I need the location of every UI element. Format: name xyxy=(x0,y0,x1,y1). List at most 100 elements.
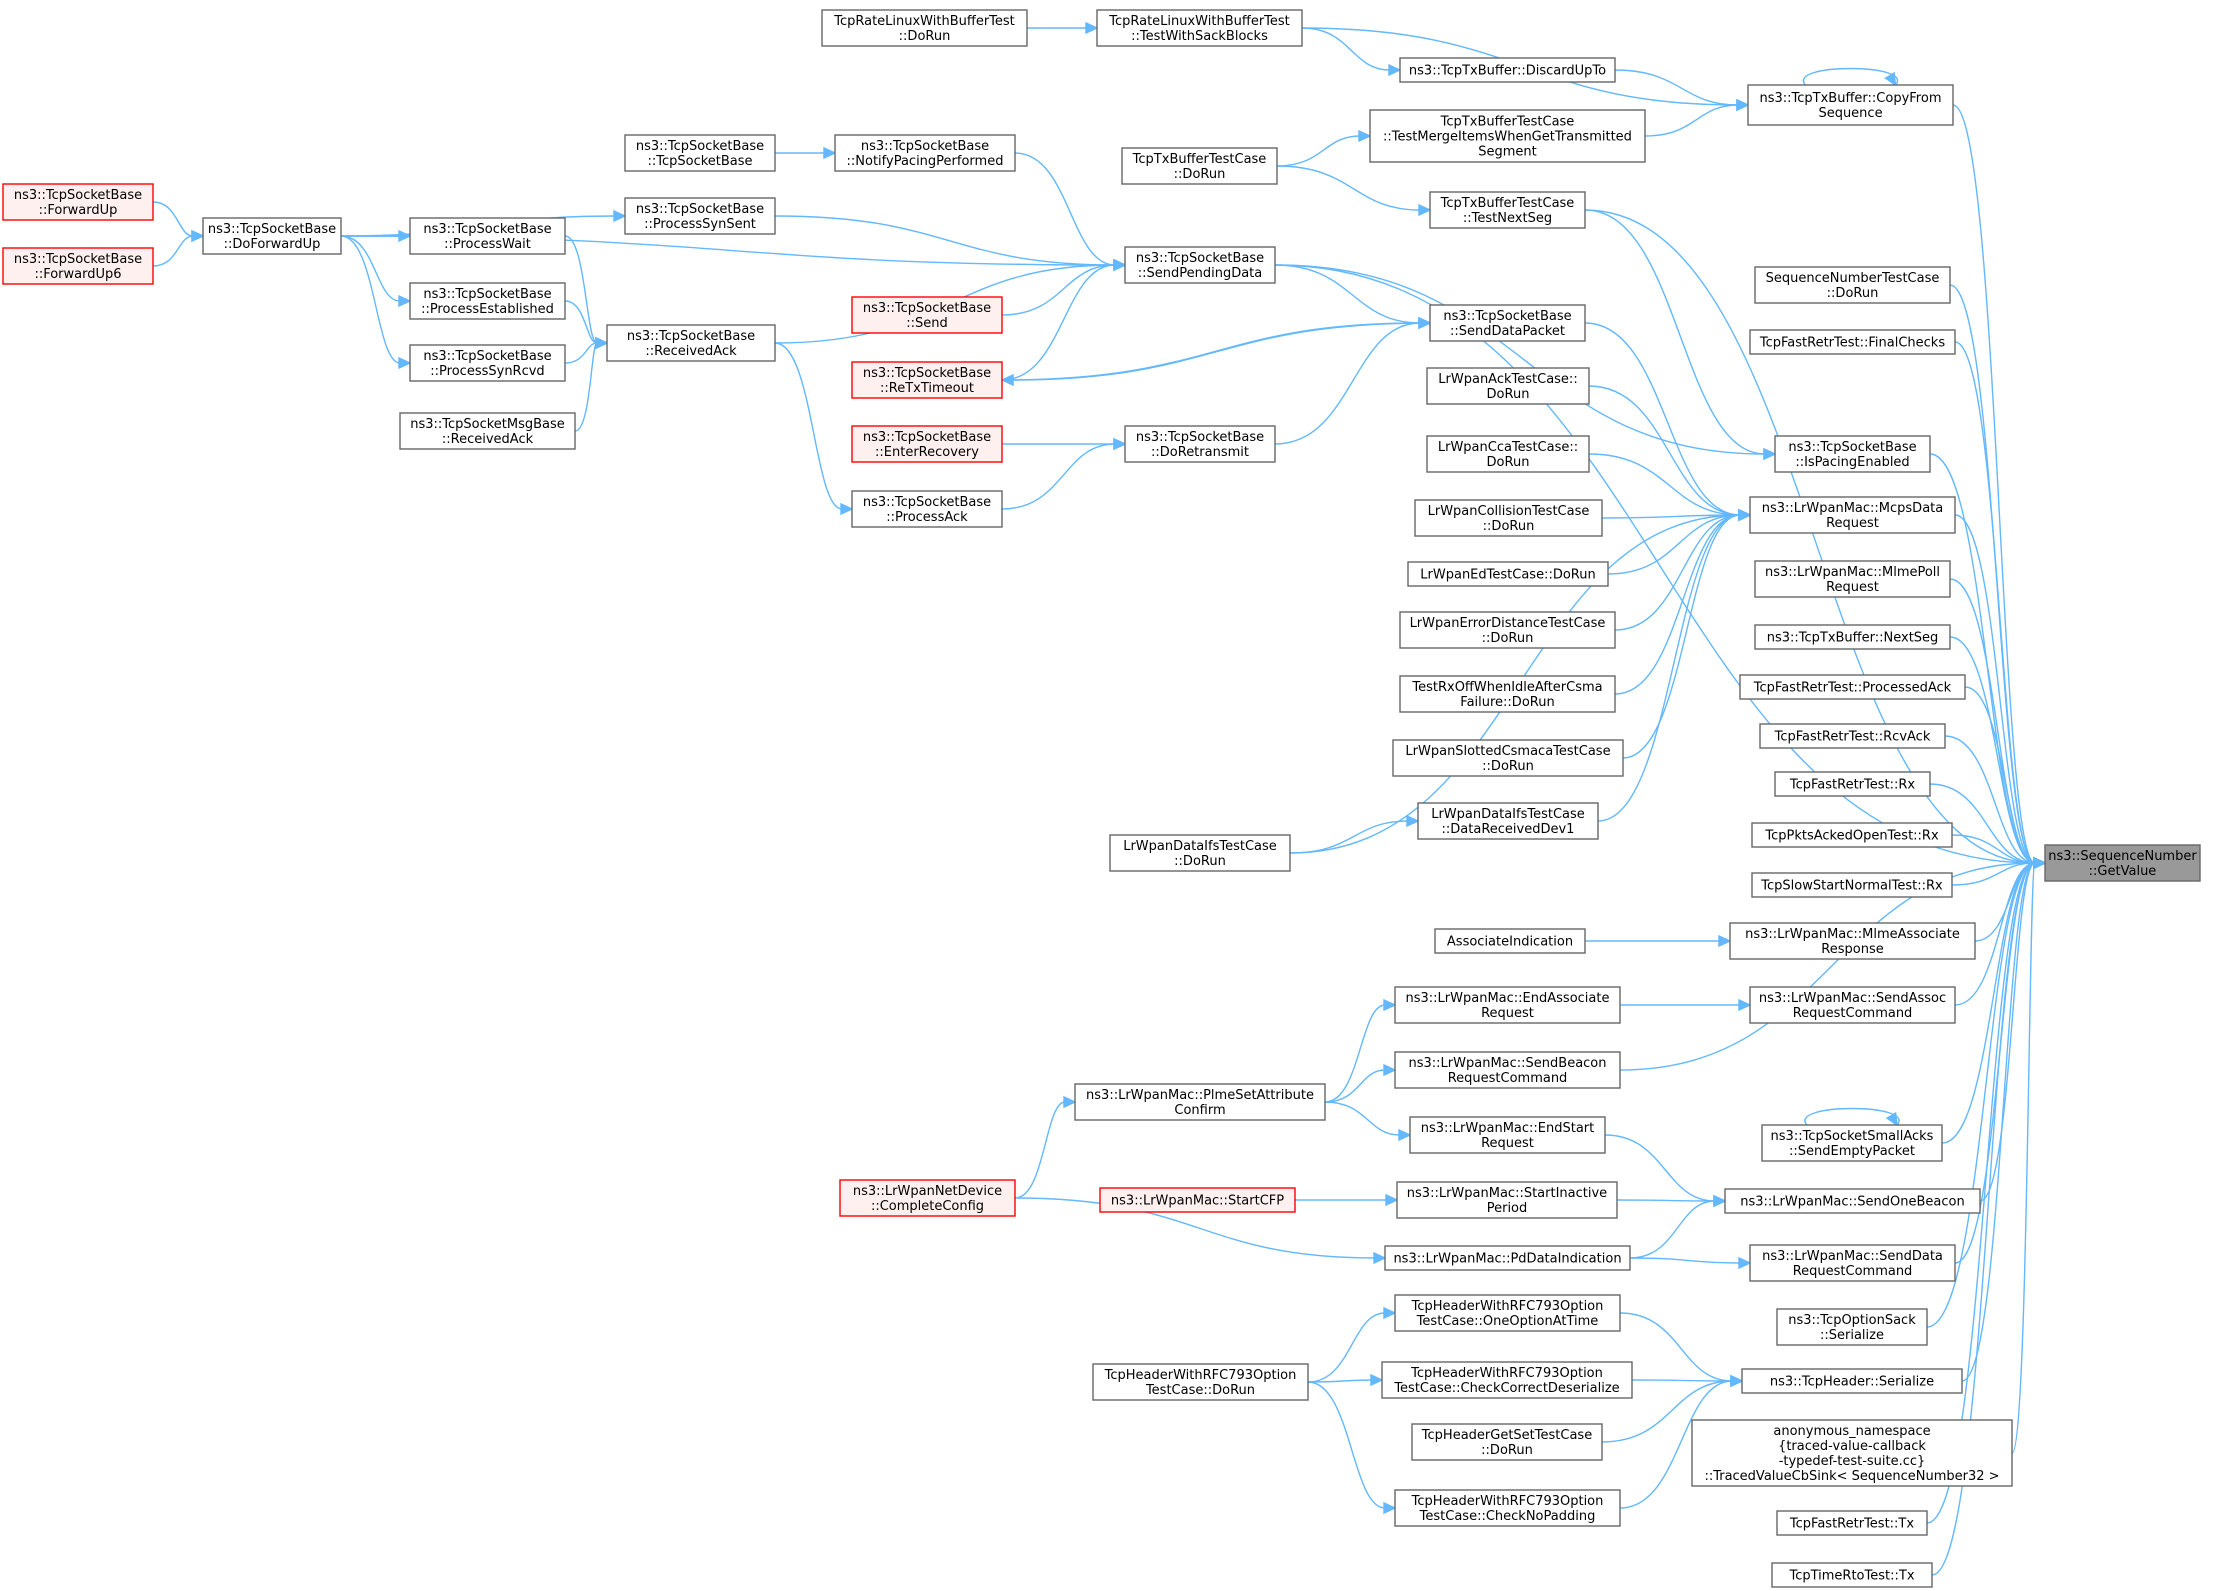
node-box xyxy=(1429,304,1586,342)
node-fast-retr-rx[interactable]: TcpFastRetrTest::Rx xyxy=(1774,771,1931,797)
node-label-line: ::TracedValueCbSink< SequenceNumber32 > xyxy=(1704,1469,1999,1484)
node-send-pending[interactable]: ns3::TcpSocketBase::SendPendingData xyxy=(1124,246,1276,284)
node-rate-linux-do-run[interactable]: TcpRateLinuxWithBufferTest::DoRun xyxy=(821,9,1028,47)
node-err-dist-test[interactable]: LrWpanErrorDistanceTestCase::DoRun xyxy=(1399,611,1616,649)
node-tcp-hdr-ser[interactable]: ns3::TcpHeader::Serialize xyxy=(1741,1368,1963,1394)
node-ed-test[interactable]: LrWpanEdTestCase::DoRun xyxy=(1407,561,1609,587)
node-tsb-ctor[interactable]: ns3::TcpSocketBase::TcpSocketBase xyxy=(624,134,776,172)
node-received-ack[interactable]: ns3::TcpSocketBase::ReceivedAck xyxy=(606,324,776,362)
node-re-tx[interactable]: ns3::TcpSocketBase::ReTxTimeout xyxy=(851,361,1003,399)
node-ifs-do-run[interactable]: LrWpanDataIfsTestCase::DoRun xyxy=(1109,834,1291,872)
node-label-line: RequestCommand xyxy=(1793,1264,1913,1279)
node-box xyxy=(851,296,1003,334)
node-fast-retr-tx[interactable]: TcpFastRetrTest::Tx xyxy=(1776,1510,1928,1536)
node-test-next-seg[interactable]: TcpTxBufferTestCase::TestNextSeg xyxy=(1429,191,1586,229)
edge-arrowhead xyxy=(191,229,205,243)
node-one-option[interactable]: TcpHeaderWithRFC793OptionTestCase::OneOp… xyxy=(1394,1294,1621,1332)
node-send-red[interactable]: ns3::TcpSocketBase::Send xyxy=(851,296,1003,334)
node-tx-buf-do-run[interactable]: TcpTxBufferTestCase::DoRun xyxy=(1121,147,1278,185)
edge-slotted-test-to-mcps-data xyxy=(1622,508,1752,759)
node-fast-retr-proc[interactable]: TcpFastRetrTest::ProcessedAck xyxy=(1739,674,1966,700)
node-next-seg[interactable]: ns3::TcpTxBuffer::NextSeg xyxy=(1754,624,1951,650)
node-label-line: ::ReceivedAck xyxy=(645,344,737,359)
node-small-acks[interactable]: ns3::TcpSocketSmallAcks::SendEmptyPacket xyxy=(1761,1124,1943,1162)
node-label-line: DoRun xyxy=(1487,387,1530,402)
node-is-pacing[interactable]: ns3::TcpSocketBase::IsPacingEnabled xyxy=(1774,435,1931,473)
edge-line xyxy=(1607,514,1741,575)
node-coll-test[interactable]: LrWpanCollisionTestCase::DoRun xyxy=(1414,499,1603,537)
edge-line xyxy=(1629,1200,1716,1259)
node-time-rto[interactable]: TcpTimeRtoTest::Tx xyxy=(1771,1562,1933,1588)
node-box xyxy=(1754,266,1951,304)
node-send-one-beacon[interactable]: ns3::LrWpanMac::SendOneBeacon xyxy=(1724,1188,1981,1214)
node-forward-up6[interactable]: ns3::TcpSocketBase::ForwardUp6 xyxy=(2,247,154,285)
node-check-no-pad[interactable]: TcpHeaderWithRFC793OptionTestCase::Check… xyxy=(1394,1489,1621,1527)
node-slow-start[interactable]: TcpSlowStartNormalTest::Rx xyxy=(1751,872,1953,898)
node-do-forward-up[interactable]: ns3::TcpSocketBase::DoForwardUp xyxy=(202,217,342,255)
node-assoc-ind[interactable]: AssociateIndication xyxy=(1434,928,1586,954)
edge-line xyxy=(1629,1257,1741,1264)
node-pd-data-ind[interactable]: ns3::LrWpanMac::PdDataIndication xyxy=(1384,1245,1631,1271)
node-msg-received-ack[interactable]: ns3::TcpSocketMsgBase::ReceivedAck xyxy=(399,412,576,450)
node-merge-items[interactable]: TcpTxBufferTestCase::TestMergeItemsWhenG… xyxy=(1369,109,1646,163)
node-slotted-test[interactable]: LrWpanSlottedCsmacaTestCase::DoRun xyxy=(1392,739,1624,777)
node-forward-up[interactable]: ns3::TcpSocketBase::ForwardUp xyxy=(2,183,154,221)
node-proc-syn-rcvd[interactable]: ns3::TcpSocketBase::ProcessSynRcvd xyxy=(409,344,566,382)
node-notify-pacing[interactable]: ns3::TcpSocketBase::NotifyPacingPerforme… xyxy=(834,134,1016,172)
edge-arrowhead xyxy=(1383,1063,1397,1077)
edge-line xyxy=(574,342,598,432)
node-label-line: anonymous_namespace xyxy=(1773,1424,1930,1439)
node-label-line: ns3::LrWpanNetDevice xyxy=(853,1184,1002,1199)
node-label-line: TcpHeaderWithRFC793Option xyxy=(1411,1494,1604,1509)
edge-line xyxy=(1601,514,1741,519)
node-enter-rec[interactable]: ns3::TcpSocketBase::EnterRecovery xyxy=(851,425,1003,463)
node-anon-ns[interactable]: anonymous_namespace{traced-value-callbac… xyxy=(1691,1419,2013,1487)
node-proc-wait[interactable]: ns3::TcpSocketBase::ProcessWait xyxy=(409,217,566,255)
node-option-sack[interactable]: ns3::TcpOptionSack::Serialize xyxy=(1776,1308,1928,1346)
node-root[interactable]: ns3::SequenceNumber::GetValue xyxy=(2044,844,2201,882)
edge-line xyxy=(1949,636,2036,864)
node-label-line: ::TestWithSackBlocks xyxy=(1131,29,1268,44)
node-do-retransmit[interactable]: ns3::TcpSocketBase::DoRetransmit xyxy=(1124,425,1276,463)
edge-next-seg-to-root xyxy=(1949,636,2047,870)
node-ack-test[interactable]: LrWpanAckTestCase::DoRun xyxy=(1426,367,1590,405)
edge-do-retransmit-to-send-data-packet xyxy=(1274,316,1432,445)
node-proc-est[interactable]: ns3::TcpSocketBase::ProcessEstablished xyxy=(409,282,566,320)
node-start-cfp[interactable]: ns3::LrWpanMac::StartCFP xyxy=(1099,1187,1296,1213)
node-rate-linux-sack[interactable]: TcpRateLinuxWithBufferTest::TestWithSack… xyxy=(1096,9,1303,47)
node-fast-retr-rcv[interactable]: TcpFastRetrTest::RcvAck xyxy=(1759,723,1946,749)
node-discard-up-to[interactable]: ns3::TcpTxBuffer::DiscardUpTo xyxy=(1399,57,1616,83)
node-get-set-test[interactable]: TcpHeaderGetSetTestCase::DoRun xyxy=(1411,1423,1603,1461)
node-box xyxy=(1729,922,1976,960)
node-label-line: ::DataReceivedDev1 xyxy=(1442,822,1575,837)
edge-line xyxy=(152,201,194,237)
edge-mlme-assoc-to-root xyxy=(1974,856,2047,942)
edge-arrowhead xyxy=(1000,373,1014,387)
node-cca-test[interactable]: LrWpanCcaTestCase::DoRun xyxy=(1426,435,1590,473)
node-complete-config[interactable]: ns3::LrWpanNetDevice::CompleteConfig xyxy=(839,1179,1016,1217)
node-proc-syn-sent[interactable]: ns3::TcpSocketBase::ProcessSynSent xyxy=(624,197,776,235)
node-send-data-packet[interactable]: ns3::TcpSocketBase::SendDataPacket xyxy=(1429,304,1586,342)
node-process-ack[interactable]: ns3::TcpSocketBase::ProcessAck xyxy=(851,490,1003,528)
node-box xyxy=(409,217,566,255)
node-ifs-data-recv[interactable]: LrWpanDataIfsTestCase::DataReceivedDev1 xyxy=(1417,802,1599,840)
node-fast-retr-final[interactable]: TcpFastRetrTest::FinalChecks xyxy=(1749,329,1956,355)
node-pkts-acked[interactable]: TcpPktsAckedOpenTest::Rx xyxy=(1751,822,1953,848)
edge-end-start-to-send-one-beacon xyxy=(1604,1134,1727,1208)
edge-do-forward-up-to-proc-est xyxy=(340,235,412,308)
node-seq-num-test[interactable]: SequenceNumberTestCase::DoRun xyxy=(1754,266,1951,304)
node-check-correct[interactable]: TcpHeaderWithRFC793OptionTestCase::Check… xyxy=(1381,1361,1633,1399)
